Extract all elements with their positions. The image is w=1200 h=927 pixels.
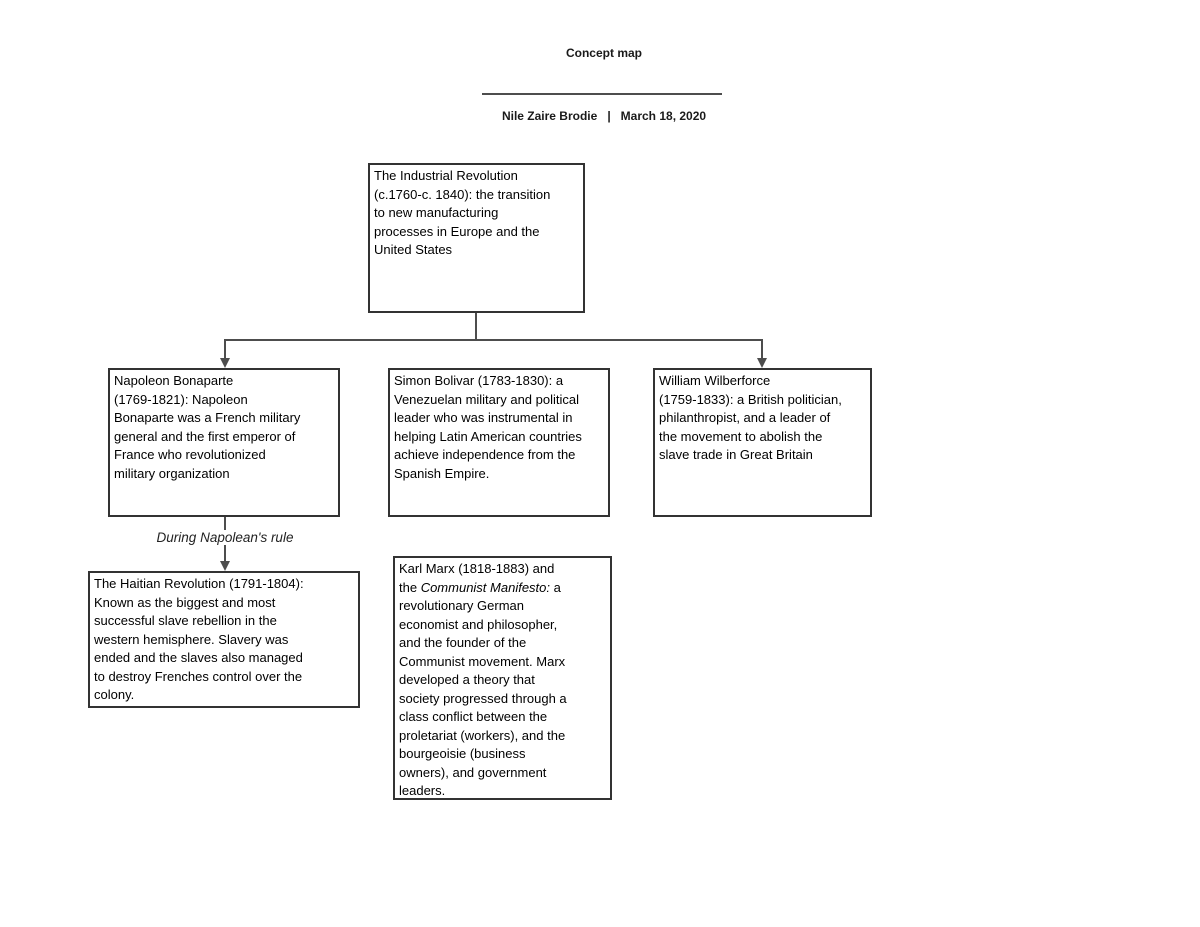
connector-root-stem [475,313,477,340]
node-industrial-revolution: The Industrial Revolution (c.1760-c. 184… [368,163,585,313]
node-simon-bolivar-text: Simon Bolivar (1783-1830): a Venezuelan … [394,373,582,481]
node-haitian-revolution: The Haitian Revolution (1791-1804): Know… [88,571,360,708]
node-karl-marx-text: Karl Marx (1818-1883) and the Communist … [399,560,606,801]
header-divider-line [482,93,722,95]
page-title: Concept map [565,46,642,60]
node-william-wilberforce-text: William Wilberforce (1759-1833): a Briti… [659,373,842,462]
arrowhead-to-haitian [220,561,230,571]
connector-drop-wilberforce-branch [761,341,763,359]
arrowhead-to-napoleon [220,358,230,368]
node-karl-marx-text-suffix: a revolutionary German economist and phi… [399,579,567,799]
node-karl-marx: Karl Marx (1818-1883) and the Communist … [393,556,612,800]
node-simon-bolivar: Simon Bolivar (1783-1830): a Venezuelan … [388,368,610,517]
node-haitian-revolution-text: The Haitian Revolution (1791-1804): Know… [94,576,304,702]
connector-drop-napoleon-branch [224,341,226,359]
node-william-wilberforce: William Wilberforce (1759-1833): a Briti… [653,368,872,517]
edge-label-during-napoleans-rule: During Napolean's rule [135,530,315,545]
node-napoleon-bonaparte: Napoleon Bonaparte (1769-1821): Napoleon… [108,368,340,517]
byline-date: March 18, 2020 [620,109,707,123]
byline-separator: | [607,109,611,123]
connector-horizontal-bar [224,339,763,341]
arrowhead-to-wilberforce [757,358,767,368]
byline-author: Nile Zaire Brodie [501,109,598,123]
byline: Nile Zaire Brodie | March 18, 2020 [404,109,804,123]
node-napoleon-bonaparte-text: Napoleon Bonaparte (1769-1821): Napoleon… [114,373,301,481]
node-karl-marx-text-prefix: Karl Marx (1818-1883) and the [399,561,555,595]
node-industrial-revolution-text: The Industrial Revolution (c.1760-c. 184… [374,168,551,257]
node-karl-marx-text-italic-title: Communist Manifesto: [420,579,551,595]
